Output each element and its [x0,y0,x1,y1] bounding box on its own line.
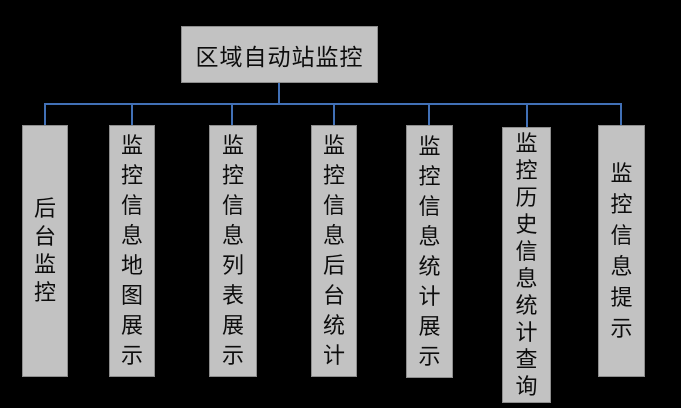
node-label: 监控历史信息统计查询 [515,131,538,399]
node-label: 监控信息地图展示 [120,133,143,368]
node-monitoring-info-alert: 监控信息提示 [598,125,645,377]
node-monitoring-info-map-display: 监控信息地图展示 [109,125,155,377]
node-backend-monitoring: 后台监控 [22,125,68,377]
node-monitoring-info-statistics-display: 监控信息统计展示 [406,125,453,378]
node-label: 监控信息后台统计 [322,133,345,368]
node-monitoring-info-backend-statistics: 监控信息后台统计 [311,125,357,377]
node-monitoring-info-list-display: 监控信息列表展示 [209,125,257,377]
connector-drop [231,103,233,126]
node-root: 区域自动站监控 [181,26,378,83]
node-label: 后台监控 [33,196,56,305]
connector-drop [620,103,622,126]
connector-drop [44,103,46,126]
node-label: 监控信息列表展示 [221,133,244,368]
node-monitoring-history-statistics-query: 监控历史信息统计查询 [502,127,551,403]
node-label: 监控信息统计展示 [418,133,441,369]
connector-drop [428,103,430,126]
node-label: 监控信息提示 [610,161,633,341]
connector-drop [131,103,133,126]
connector-trunk [278,83,280,105]
node-root-label: 区域自动站监控 [195,44,364,70]
connector-drop [333,103,335,126]
connector-drop [526,103,528,128]
